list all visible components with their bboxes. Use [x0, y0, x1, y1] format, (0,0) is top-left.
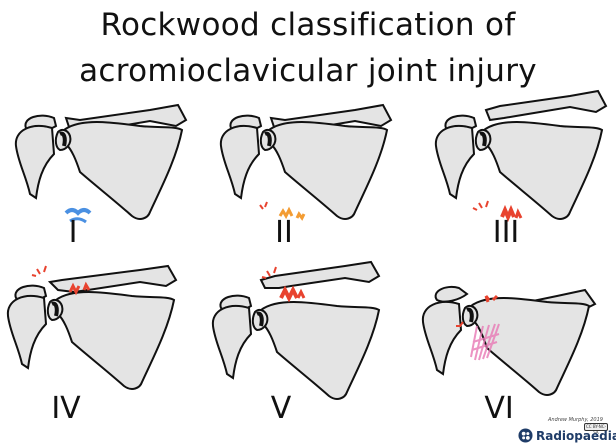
grade-label-6: VI: [459, 392, 539, 426]
grade-label-3: III: [466, 216, 546, 250]
grade-label-4: IV: [26, 392, 106, 426]
radiopaedia-wordmark: Radiopaedia: [536, 429, 616, 443]
grade-label-2: II: [244, 216, 324, 250]
shoulder-diagram-grade-5: [205, 262, 405, 412]
shoulder-diagram-grade-4: [0, 262, 200, 412]
radiopaedia-logo: Radiopaedia: [518, 428, 616, 443]
radiopaedia-logo-icon: [518, 428, 533, 443]
title-line-1: Rockwood classification of: [0, 6, 616, 44]
shoulder-diagram-grade-6: [415, 262, 615, 412]
grade-label-5: V: [241, 392, 321, 426]
grade-label-1: I: [33, 216, 113, 250]
title-line-2: acromioclavicular joint injury: [0, 52, 616, 90]
